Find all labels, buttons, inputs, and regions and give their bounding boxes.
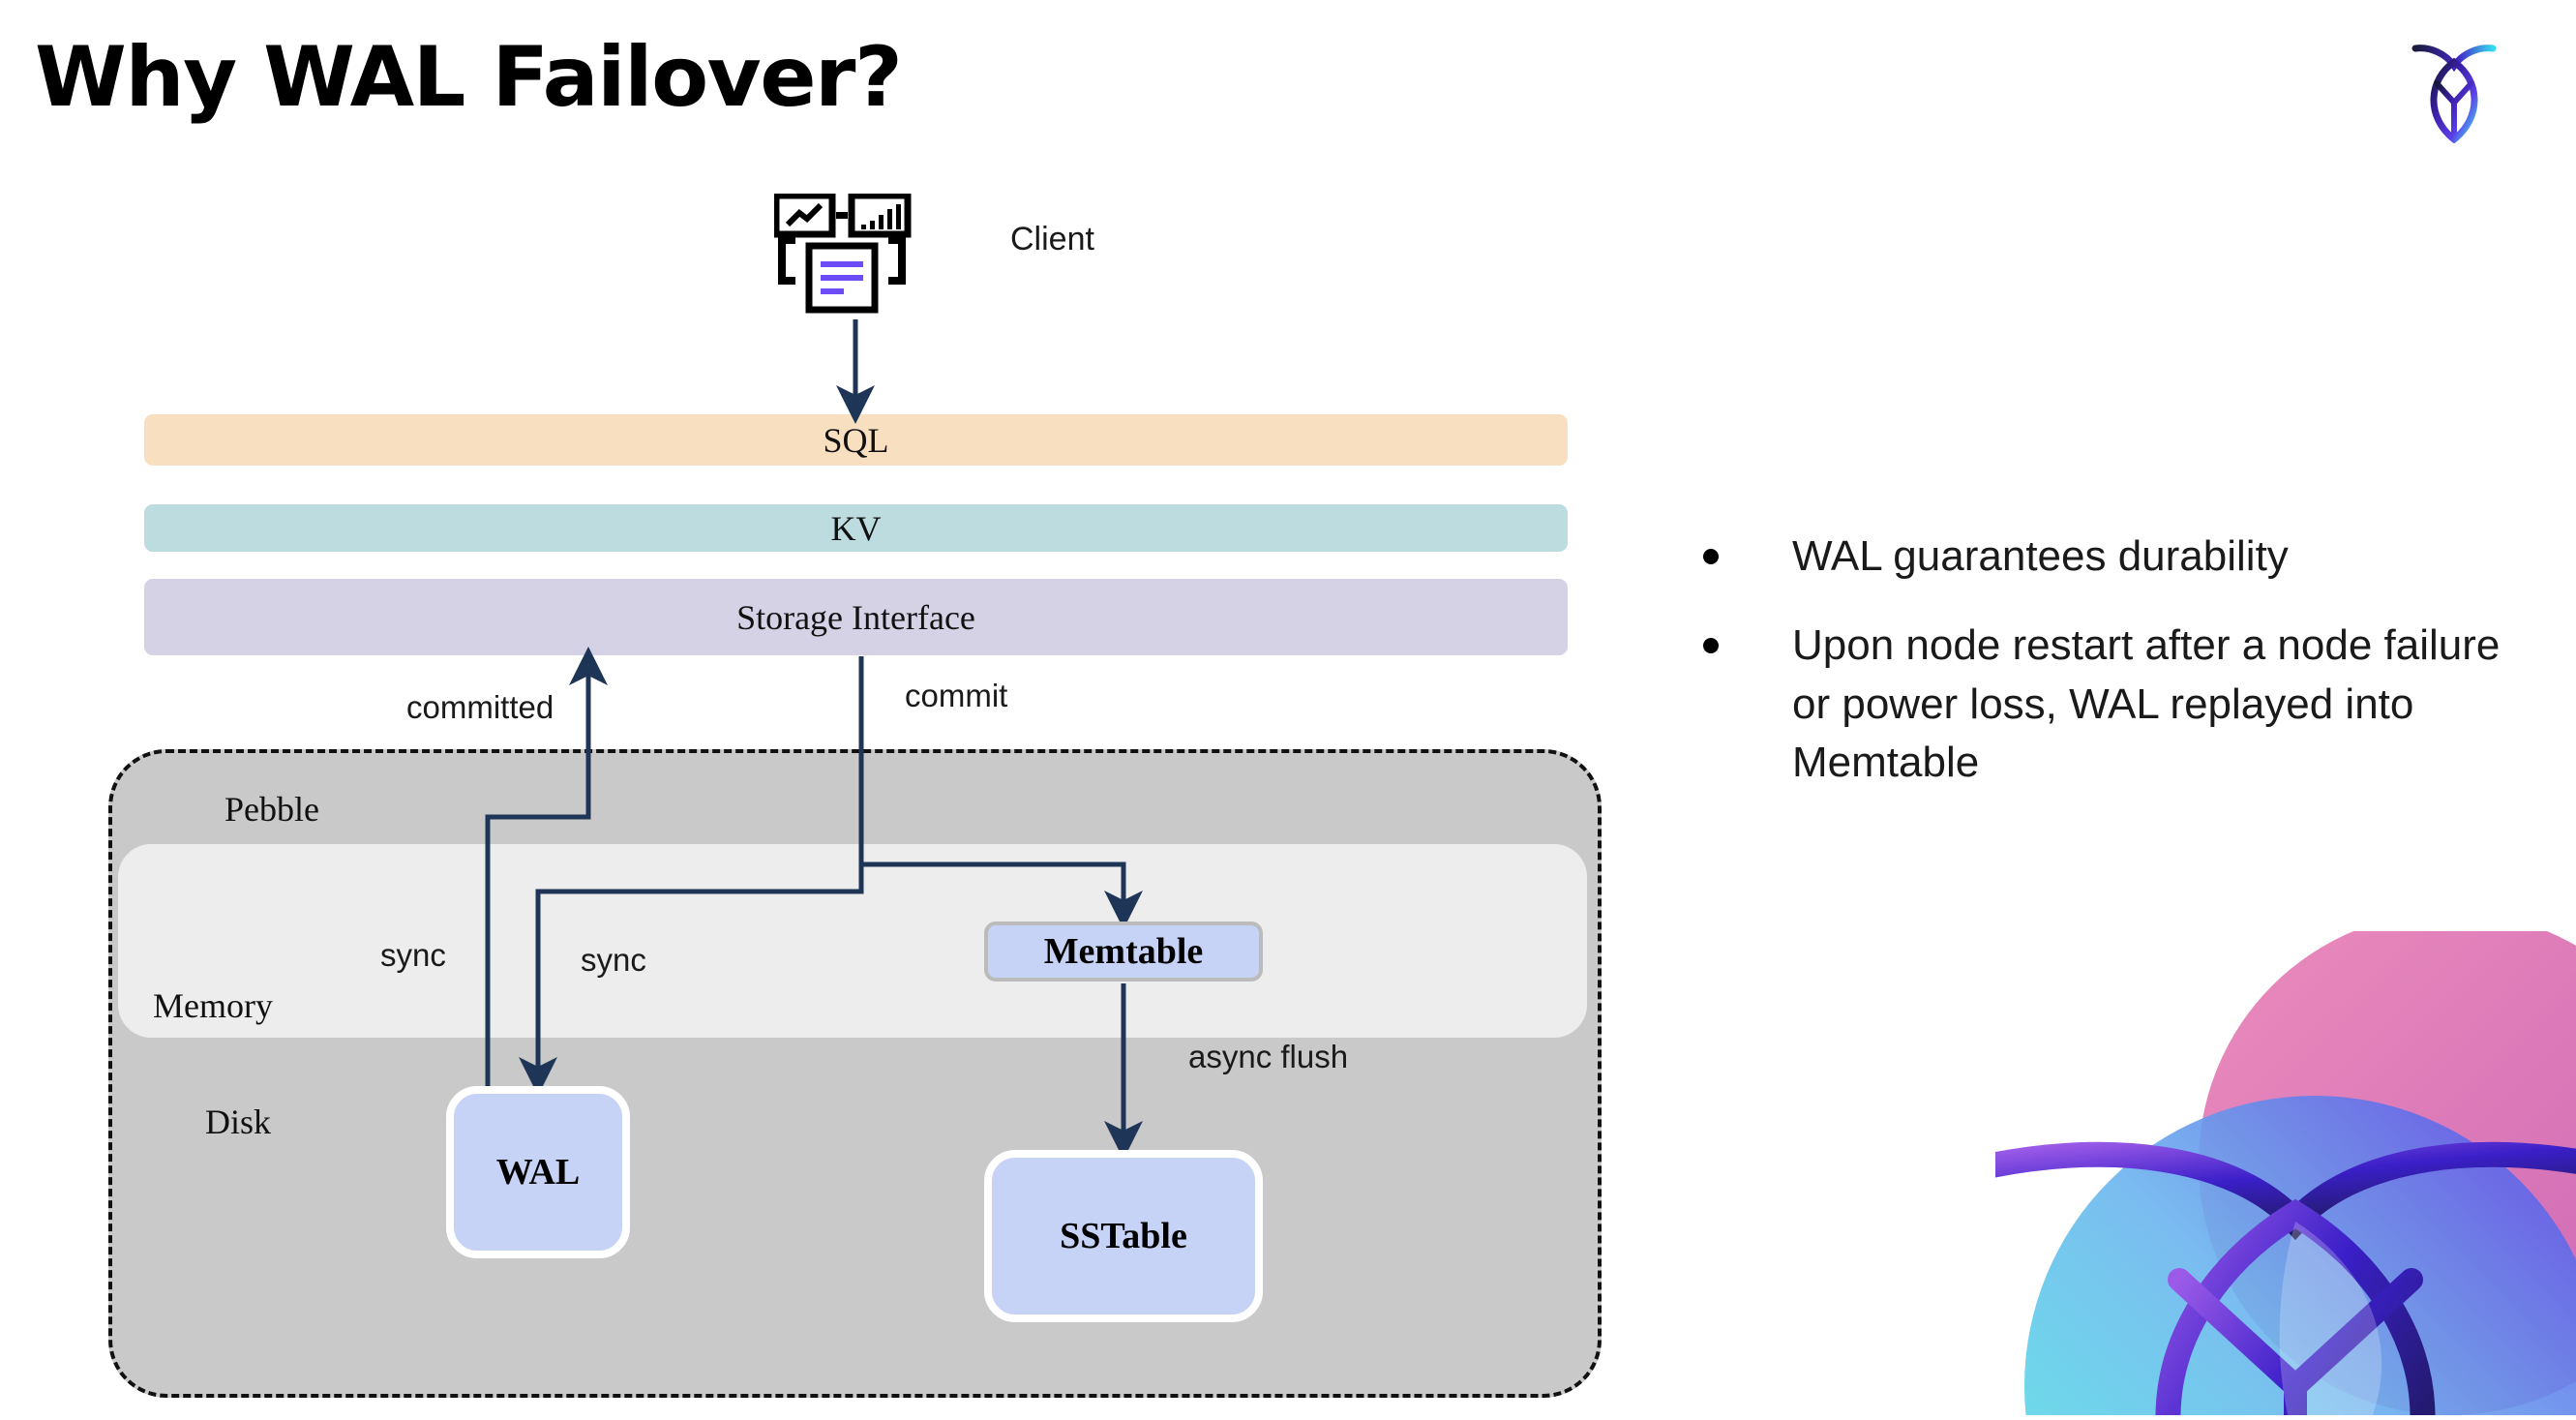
layer-bar-storage-interface: Storage Interface	[144, 579, 1568, 655]
node-wal: WAL	[446, 1086, 630, 1258]
list-item: Upon node restart after a node failure o…	[1703, 617, 2535, 792]
node-wal-label: WAL	[495, 1152, 581, 1193]
disk-label: Disk	[205, 1103, 272, 1141]
bullet-list: WAL guarantees durability Upon node rest…	[1703, 528, 2535, 823]
node-sstable-label: SSTable	[1060, 1216, 1187, 1256]
memory-region	[118, 844, 1587, 1038]
cockroachdb-logo-icon	[2408, 35, 2501, 144]
bullet-text: Upon node restart after a node failure o…	[1792, 621, 2501, 786]
layer-bar-sql: SQL	[144, 414, 1568, 466]
layer-bar-storage-interface-label: Storage Interface	[736, 597, 975, 637]
client-label: Client	[1010, 221, 1094, 257]
node-memtable-label: Memtable	[1043, 931, 1204, 972]
edge-label-sync-left: sync	[380, 937, 446, 973]
node-sstable: SSTable	[984, 1150, 1263, 1322]
bullet-text: WAL guarantees durability	[1792, 532, 2289, 580]
cockroachdb-decorative-graphic-icon	[1995, 931, 2576, 1415]
edge-label-sync-right: sync	[581, 942, 646, 978]
layer-bar-kv-label: KV	[830, 508, 882, 548]
memory-label: Memory	[153, 986, 273, 1025]
client-dashboard-icon	[772, 192, 929, 319]
layer-bar-sql-label: SQL	[823, 420, 889, 460]
pebble-label: Pebble	[225, 790, 319, 829]
edge-label-commit: commit	[905, 678, 1008, 713]
edge-label-committed: committed	[406, 689, 554, 725]
layer-bar-kv: KV	[144, 504, 1568, 552]
list-item: WAL guarantees durability	[1703, 528, 2535, 586]
bullet-dot-icon	[1703, 638, 1719, 654]
bullet-dot-icon	[1703, 549, 1719, 564]
page-title: Why WAL Failover?	[35, 29, 903, 126]
node-memtable: Memtable	[984, 921, 1263, 982]
edge-label-async-flush: async flush	[1188, 1039, 1349, 1074]
